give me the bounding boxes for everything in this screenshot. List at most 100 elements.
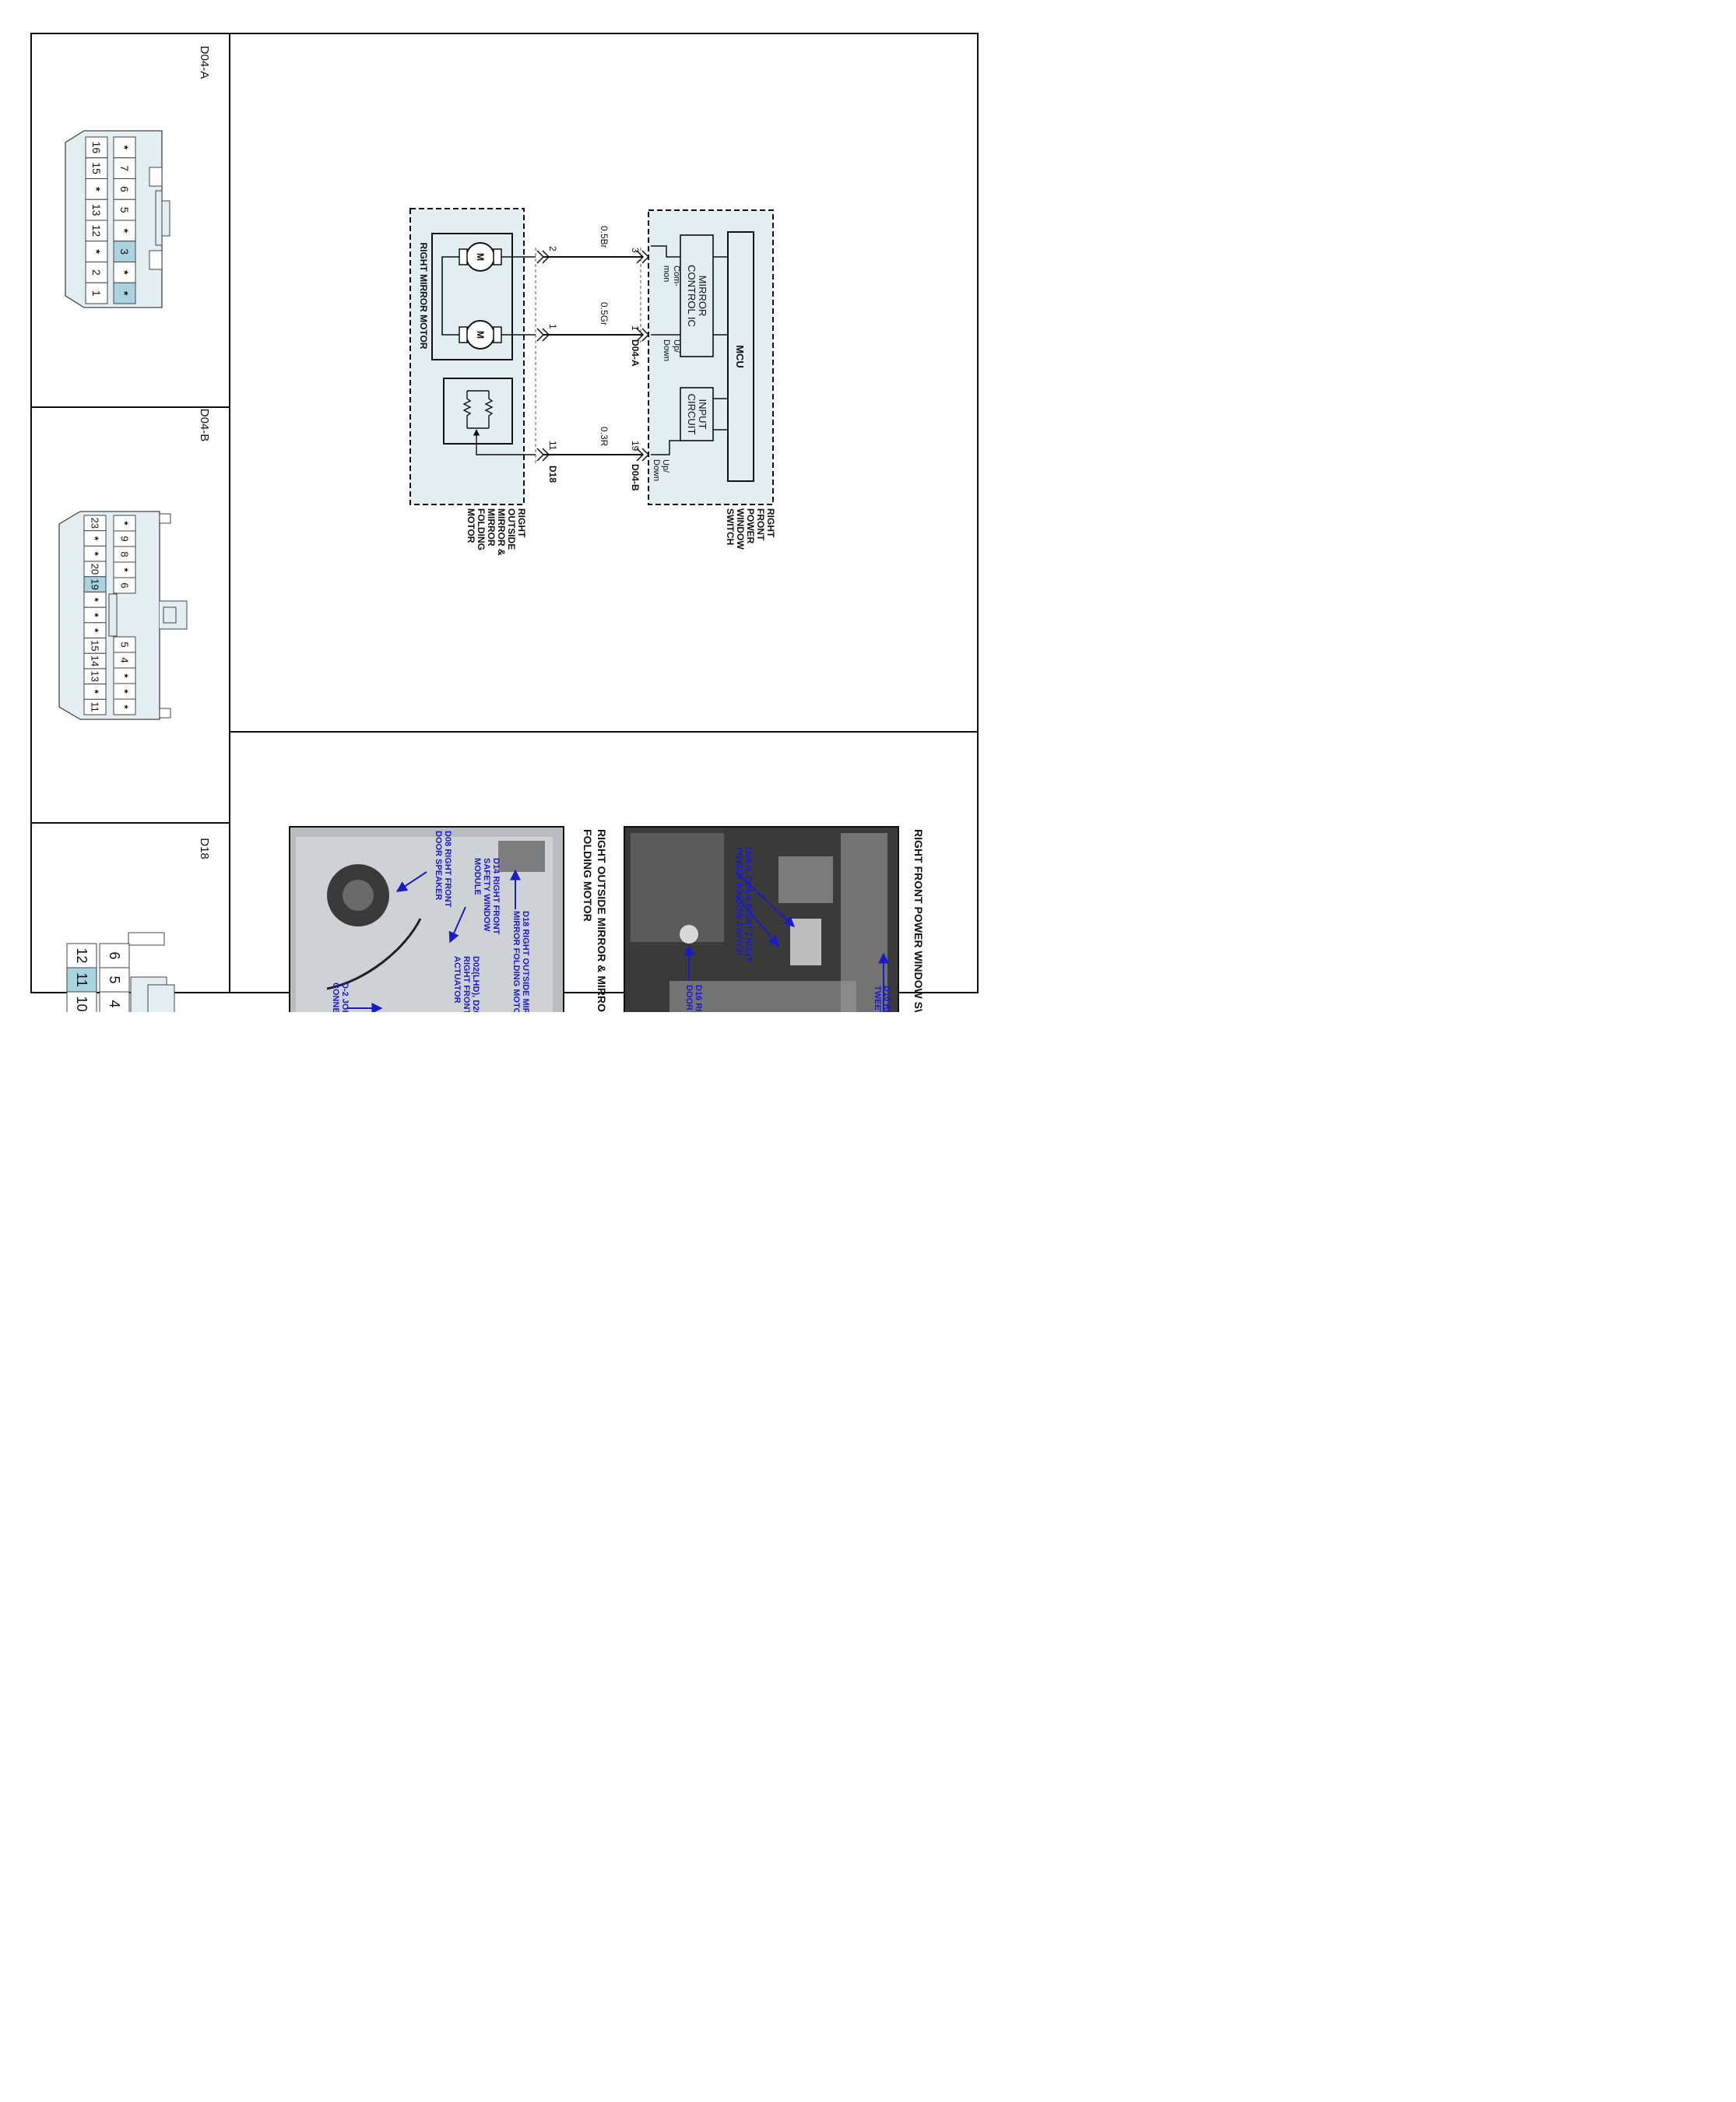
- photo2-callout2-line1: D14 RIGHT FRONT: [491, 858, 501, 935]
- switch-title-2: FRONT: [755, 508, 766, 541]
- pin-label: 6: [119, 582, 131, 588]
- photo2-callout3-line2: DOOR SPEAKER: [434, 831, 443, 900]
- wire-red-motor-pin: 11: [547, 441, 558, 451]
- wire-gray: 0.5Gr 1 1: [536, 302, 650, 342]
- schematic: MCU MIRROR CONTROL IC INPUT CIRCUIT Com-…: [409, 208, 776, 556]
- pin-cell: [113, 262, 136, 283]
- wire-red: 0.3R 19 11: [536, 427, 650, 462]
- conn-d04a-label: D04-A: [630, 339, 641, 367]
- pin-cell: [113, 178, 136, 200]
- mcu-block: [727, 231, 754, 482]
- pin-label: 8: [119, 551, 131, 557]
- pin-cell: [113, 577, 136, 594]
- pin-label: 13: [90, 204, 103, 216]
- pin-label: *: [118, 229, 131, 234]
- pin-label: *: [90, 249, 103, 254]
- module-title-1: RIGHT: [516, 508, 527, 538]
- pin-label: 23: [90, 518, 101, 529]
- pin-label: 12: [74, 947, 90, 963]
- pin-label: *: [90, 690, 101, 694]
- pin-label: 2: [90, 269, 103, 276]
- pin-cell: [85, 241, 108, 262]
- pin-cell: [113, 136, 136, 159]
- pin-label: 13: [90, 671, 101, 682]
- photo2-callout3-line1: D08 RIGHT FRONT: [443, 831, 452, 908]
- pin-label: *: [119, 689, 131, 694]
- pin-cell: [85, 282, 108, 304]
- pin-cell: [85, 157, 108, 179]
- pin-cell: [85, 178, 108, 200]
- connector-d04b-title: D04-B: [198, 409, 211, 442]
- pin-label: 5: [119, 641, 131, 647]
- photo1-callout1-line2: TWEETER SPEAKER: [873, 986, 882, 1012]
- updown1-label-line2: Down: [662, 339, 671, 361]
- pin-label: 5: [107, 975, 122, 983]
- wire-gray-color: 0.5Gr: [599, 302, 610, 325]
- mirror-ic-line1: MIRROR: [697, 276, 708, 317]
- mirror-control-ic: [680, 234, 714, 357]
- photo2-callout4-line2: RIGHT FRONT DOOR LOCK: [462, 956, 471, 1012]
- pin-label: 10: [74, 996, 90, 1011]
- module-title-3: MIRROR &: [496, 508, 507, 556]
- wire-red-color: 0.3R: [599, 427, 610, 447]
- switch-title-4: WINDOW: [735, 508, 746, 550]
- photo2-callout5-line1: D-2 JOINT: [340, 982, 350, 1012]
- pin-label: 9: [119, 536, 131, 541]
- common-label-line1: Com-: [672, 265, 681, 286]
- mirror-motor-label: RIGHT MIRROR MOTOR: [418, 242, 429, 349]
- switch-title-3: POWER: [745, 508, 756, 544]
- motor-2-letter: M: [475, 331, 486, 339]
- photo1-callout3-line1: D16 RIGHT FRONT: [694, 985, 703, 1012]
- pin-label: 1: [90, 290, 103, 297]
- pin-cell: [113, 199, 136, 221]
- pin-label: 6: [118, 186, 131, 192]
- pin-cell: [66, 943, 97, 968]
- photo2-callout4-line1: D02(LHD), D26(DEAD LOCK): [471, 956, 480, 1012]
- pin-cell: [113, 241, 136, 262]
- updown2-label-line2: Down: [652, 459, 661, 481]
- pin-label: *: [90, 187, 103, 192]
- connector-d18-view: D18 654321121110987: [66, 838, 211, 1012]
- motor-1: M: [459, 242, 502, 272]
- pin-cell: [83, 698, 107, 715]
- pin-label: *: [90, 536, 101, 541]
- photo2-callout2-line2: SAFETY WINDOW: [482, 858, 491, 932]
- photo1-callout2-line1: D04-B, D04-A RIGHT FRONT: [743, 847, 753, 962]
- pin-cell: [113, 698, 136, 715]
- photo2-callout1-line1: D18 RIGHT OUTSIDE MIRROR &: [521, 911, 530, 1012]
- pin-cell: [85, 262, 108, 283]
- connector-d04a-title: D04-A: [198, 46, 211, 79]
- pin-label: *: [119, 521, 131, 526]
- pin-label: *: [119, 705, 131, 709]
- photo2-callout1-line2: MIRROR FOLDING MOTOR: [511, 911, 521, 1012]
- pin-label: 3: [118, 248, 131, 255]
- motor-1-letter: M: [475, 253, 486, 261]
- pin-label: 14: [90, 656, 101, 666]
- pin-cell: [113, 282, 136, 304]
- pin-cell: [85, 220, 108, 242]
- pin-label: *: [118, 146, 131, 150]
- pin-label: 11: [74, 972, 90, 987]
- mirror-ic-line2: CONTROL IC: [686, 265, 698, 327]
- photo2-callout2-line3: MODULE: [473, 858, 482, 895]
- switch-title-1: RIGHT: [765, 508, 776, 538]
- pin-label: 16: [90, 142, 103, 154]
- pin-label: *: [119, 568, 131, 572]
- photo1-callout3-line2: DOOR LAMP: [684, 985, 694, 1012]
- pin-label: 11: [90, 701, 101, 712]
- wire-red-switch-pin: 19: [630, 441, 641, 452]
- wire-brown-switch-pin: 3: [630, 248, 641, 253]
- input-circuit-block: [680, 387, 714, 441]
- pin-cell: [113, 157, 136, 179]
- input-circuit-line1: INPUT: [697, 399, 708, 430]
- pin-label: *: [90, 598, 101, 603]
- motor-2: M: [459, 320, 502, 350]
- mcu-label: MCU: [734, 345, 746, 368]
- wire-brown-color: 0.5Br: [599, 226, 610, 248]
- pin-label: *: [90, 628, 101, 633]
- conn-d04b-label: D04-B: [630, 464, 641, 491]
- photo-power-window-switch: RIGHT FRONT POWER WINDOW SWITCH D10 RIGH…: [624, 826, 925, 1012]
- photo2-title-line1: RIGHT OUTSIDE MIRROR & MIRROR: [596, 829, 608, 1012]
